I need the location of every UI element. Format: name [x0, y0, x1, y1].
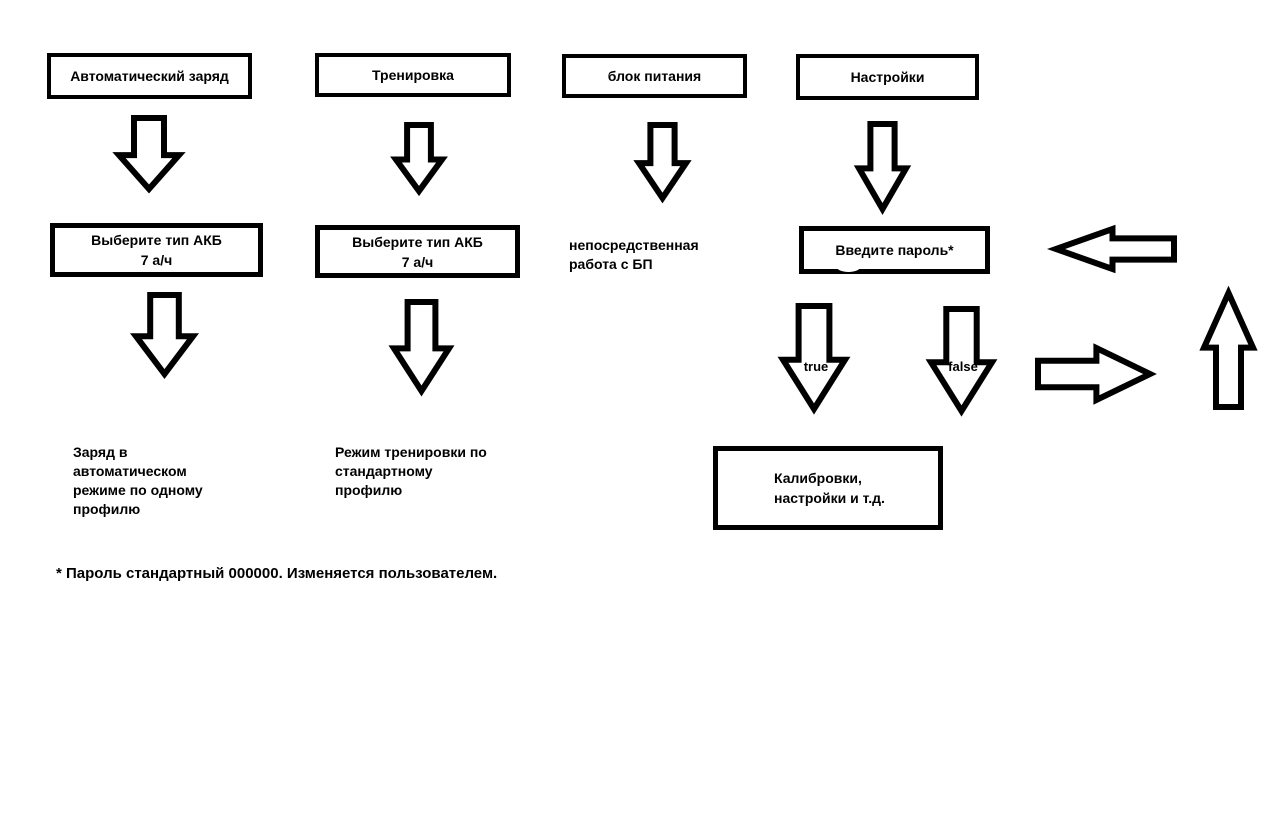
box-auto-charge: Автоматический заряд [47, 53, 252, 99]
up-arrow-return [1199, 285, 1258, 410]
down-arrow-settings [853, 121, 912, 215]
eraser-smudge [836, 260, 861, 272]
password-footnote: * Пароль стандартный 000000. Изменяется … [56, 565, 498, 582]
true-branch-label: true [803, 359, 829, 374]
box-power-supply: блок питания [562, 54, 747, 98]
auto-charge-result-text: Заряд в автоматическом режиме по одному … [73, 444, 203, 517]
down-arrow-true-branch [777, 303, 851, 415]
down-arrow-select-train [388, 299, 455, 397]
box-training: Тренировка [315, 53, 511, 97]
down-arrow-select-auto [129, 292, 200, 379]
down-arrow-training [390, 122, 448, 197]
box-select-battery-training: Выберите тип АКБ 7 а/ч [315, 225, 520, 278]
right-arrow-forward [1035, 343, 1157, 405]
box-select-battery-auto: Выберите тип АКБ 7 а/ч [50, 223, 263, 277]
down-arrow-power-supply [633, 122, 692, 204]
left-arrow-return [1047, 224, 1177, 274]
box-calibration: Калибровки, настройки и т.д. [713, 446, 943, 530]
box-enter-password: Введите пароль* [799, 226, 990, 274]
box-settings: Настройки [796, 54, 979, 100]
down-arrow-false-branch [925, 306, 998, 417]
false-branch-label: false [948, 359, 978, 374]
psu-direct-work-text: непосредственная работа с БП [569, 237, 699, 272]
training-result-text: Режим тренировки по стандартному профилю [335, 444, 487, 498]
down-arrow-auto-charge [112, 115, 186, 194]
